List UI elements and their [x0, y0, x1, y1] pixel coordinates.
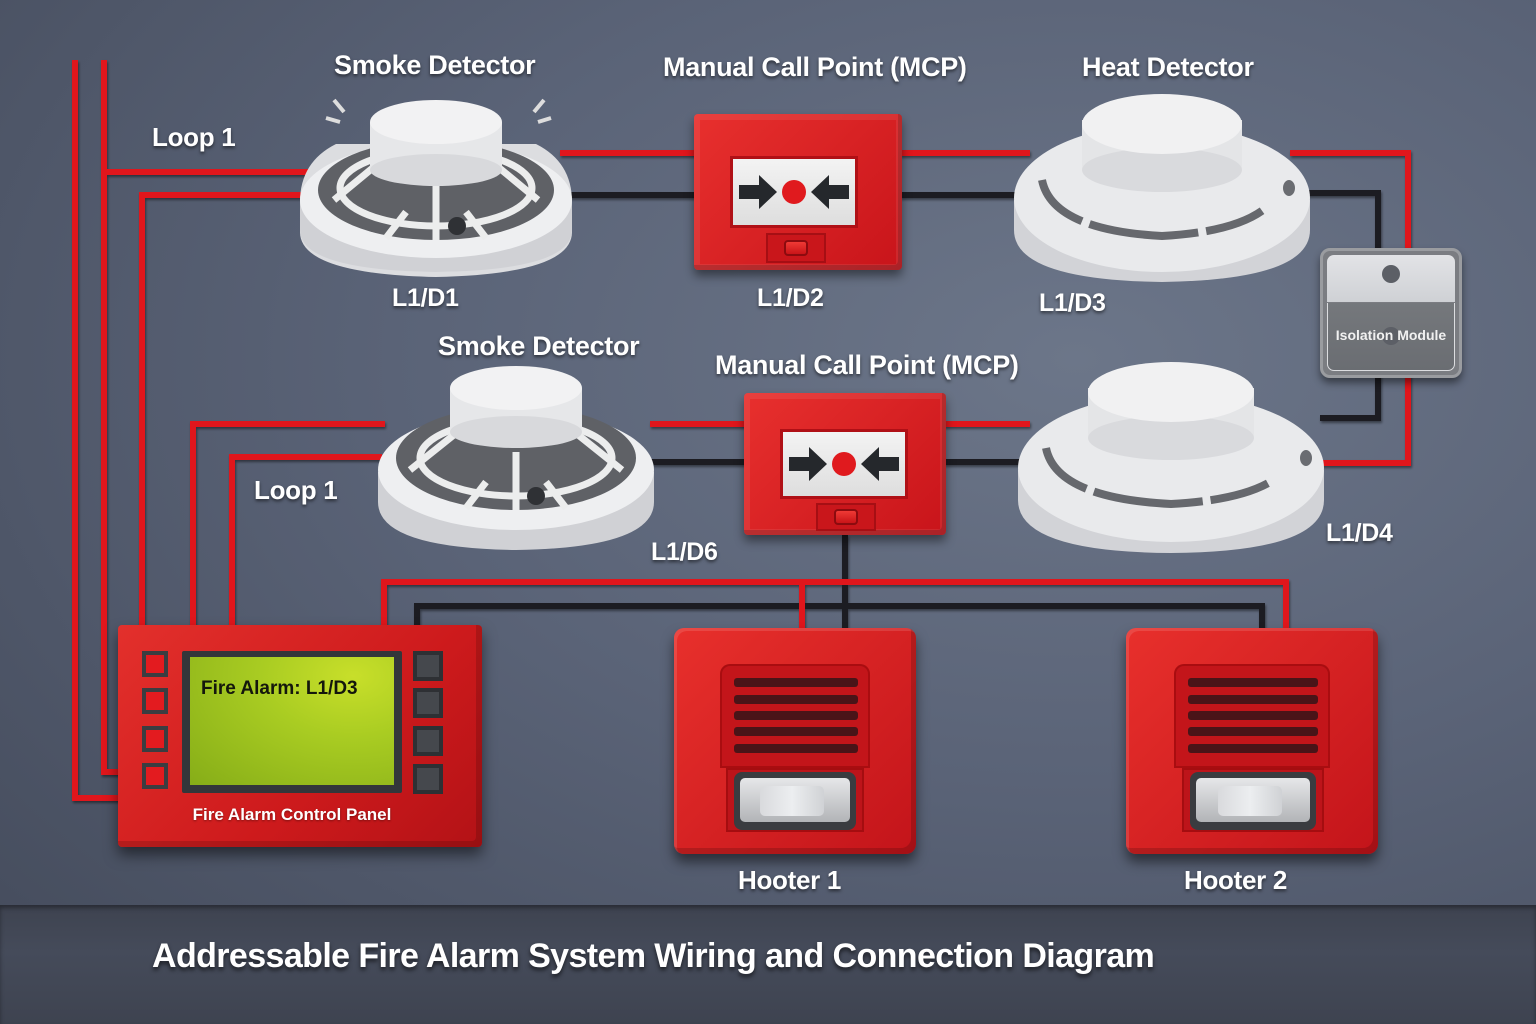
hooter-slot: [734, 744, 858, 753]
mcp-1-window: [730, 156, 858, 228]
top-loop-wire-black: [570, 190, 1381, 255]
top-loop-return-wire-red: [139, 192, 305, 628]
manual-call-point-icon: [789, 447, 899, 481]
strobe-lens-outer: [740, 778, 850, 822]
iso-wire-red-down: [1320, 372, 1411, 466]
address-l1-d4: L1/D4: [1326, 519, 1393, 547]
diagram-title: Addressable Fire Alarm System Wiring and…: [152, 937, 1155, 975]
smoke-detector-2[interactable]: [374, 362, 658, 552]
mcp-2-reset-button[interactable]: [834, 509, 858, 525]
top-loop-wire-red: [104, 150, 1411, 255]
mcp-2-window: [780, 429, 908, 499]
smoke-detector-2-title: Smoke Detector: [438, 331, 640, 361]
smoke-detector-1[interactable]: [296, 92, 576, 282]
panel-key-right-2[interactable]: [413, 688, 443, 718]
middle-loop-return-wire-red: [229, 454, 382, 628]
panel-label: Fire Alarm Control Panel: [192, 805, 392, 824]
heat-detector-icon: [1018, 362, 1324, 553]
panel-screen-text: Fire Alarm: L1/D3: [201, 678, 358, 699]
mcp-1-reset-housing: [766, 233, 826, 263]
panel-key-right-3[interactable]: [413, 726, 443, 756]
strobe-lens-core: [760, 786, 824, 816]
heat-detector-1-title: Heat Detector: [1082, 52, 1254, 82]
hooter-slot: [734, 678, 858, 687]
hooter-2-label: Hooter 2: [1184, 865, 1288, 895]
panel-screen-frame: Fire Alarm: L1/D3: [182, 651, 402, 793]
mcp-1-reset-button[interactable]: [784, 240, 808, 256]
isolation-module-led-top: [1382, 265, 1400, 283]
panel-key-left-3[interactable]: [142, 726, 168, 752]
smoke-detector-1-title: Smoke Detector: [334, 50, 536, 80]
hooter-icon: [1174, 664, 1330, 768]
manual-call-point-1[interactable]: [694, 114, 902, 270]
hooter-1[interactable]: [674, 628, 916, 854]
panel-lcd-screen: Fire Alarm: L1/D3: [190, 657, 394, 785]
caption-bar: Addressable Fire Alarm System Wiring and…: [0, 905, 1536, 1024]
strobe-lens-outer: [1196, 778, 1310, 822]
panel-key-left-4[interactable]: [142, 763, 168, 789]
address-l1-d3: L1/D3: [1039, 289, 1106, 317]
hooter-slot: [734, 711, 858, 720]
isolation-module[interactable]: Isolation Module: [1320, 248, 1462, 378]
panel-key-left-1[interactable]: [142, 651, 168, 677]
address-l1-d2: L1/D2: [757, 284, 824, 312]
hooter-slot: [1188, 711, 1318, 720]
iso-wire-black-down: [1320, 372, 1381, 421]
loop-feed-wire-outer: [72, 60, 125, 801]
isolation-module-label: Isolation Module: [1335, 327, 1447, 343]
panel-key-right-1[interactable]: [413, 651, 443, 681]
sounder-circuit-wire-red: [381, 579, 1289, 630]
heat-detector-icon: [1014, 94, 1310, 282]
hooter-lens-housing: [1182, 768, 1324, 832]
smoke-detector-icon: [300, 98, 572, 277]
mcp-1-title: Manual Call Point (MCP): [663, 52, 967, 82]
mcp-2-reset-housing: [816, 503, 876, 531]
strobe-lens-core: [1218, 786, 1282, 816]
hooter-slot: [1188, 744, 1318, 753]
hooter-1-label: Hooter 1: [738, 865, 842, 895]
middle-loop-wire-red: [190, 421, 1030, 628]
isolation-module-led-bottom: [1382, 327, 1400, 345]
manual-call-point-icon: [739, 175, 849, 209]
hooter-icon: [720, 664, 870, 768]
strobe-lens: [1190, 772, 1316, 830]
strobe-lens: [734, 772, 856, 830]
fire-alarm-control-panel[interactable]: Fire Alarm: L1/D3 Fire Alarm Control Pan…: [118, 625, 482, 847]
address-l1-d1: L1/D1: [392, 284, 459, 312]
panel-key-right-4[interactable]: [413, 764, 443, 794]
hooter-slot: [1188, 695, 1318, 704]
hooter-slot: [734, 695, 858, 704]
manual-call-point-2[interactable]: [744, 393, 946, 535]
smoke-detector-icon: [378, 366, 654, 550]
hooter-slot: [1188, 727, 1318, 736]
heat-detector-2[interactable]: [1016, 358, 1326, 554]
hooter-slot: [734, 727, 858, 736]
loop-label-top: Loop 1: [152, 122, 236, 152]
hooter-slot: [1188, 678, 1318, 687]
heat-detector-1[interactable]: [1012, 90, 1312, 284]
loop-label-middle: Loop 1: [254, 475, 338, 505]
mcp-2-title: Manual Call Point (MCP): [715, 350, 1019, 380]
address-l1-d6: L1/D6: [651, 538, 718, 566]
hooter-2[interactable]: [1126, 628, 1378, 854]
panel-key-left-2[interactable]: [142, 688, 168, 714]
hooter-lens-housing: [726, 768, 864, 832]
